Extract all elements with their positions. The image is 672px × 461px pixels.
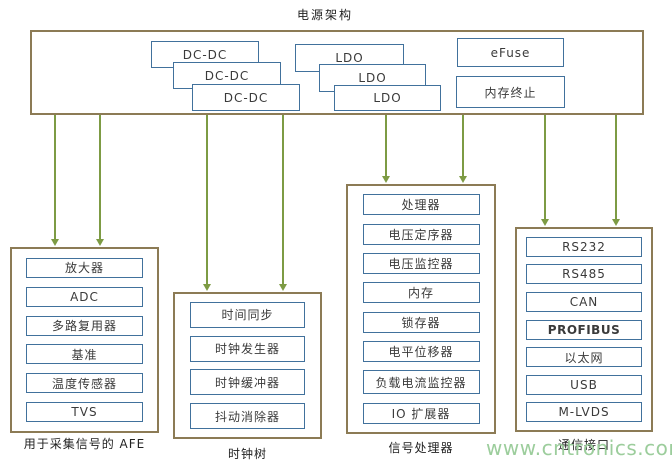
reference-box: 基准 bbox=[26, 344, 143, 365]
comm-interface-group-label: 通信接口 bbox=[557, 438, 610, 452]
clock-buffer-box: 时钟缓冲器 bbox=[190, 369, 305, 396]
afe-group-label: 用于采集信号的 AFE bbox=[23, 437, 146, 451]
signal-processor-group-box: 处理器 电压定序器 电压监控器 内存 锁存器 电平位移器 负载电流监控器 IO … bbox=[346, 184, 496, 434]
amplifier-box: 放大器 bbox=[26, 257, 143, 278]
profibus-box: PROFIBUS bbox=[526, 319, 642, 340]
tvs-box: TVS bbox=[26, 402, 143, 423]
jitter-cleaner-box: 抖动消除器 bbox=[190, 403, 305, 430]
mlvds-box: M-LVDS bbox=[526, 402, 642, 423]
signal-processor-group-label: 信号处理器 bbox=[388, 441, 454, 455]
voltage-sequencer-box: 电压定序器 bbox=[362, 223, 480, 245]
multiplexer-box: 多路复用器 bbox=[26, 315, 143, 336]
load-current-monitor-box: 负载电流监控器 bbox=[362, 370, 480, 395]
ethernet-box: 以太网 bbox=[526, 347, 642, 368]
afe-group-box: 放大器 ADC 多路复用器 基准 温度传感器 TVS bbox=[10, 247, 159, 433]
temperature-sensor-box: 温度传感器 bbox=[26, 373, 143, 394]
comm-interface-group-box: RS232 RS485 CAN PROFIBUS 以太网 USB M-LVDS bbox=[515, 227, 653, 432]
time-sync-box: 时间同步 bbox=[190, 301, 305, 328]
clock-tree-group-label: 时钟树 bbox=[227, 447, 267, 461]
watermark-text: www.cntronics.com bbox=[486, 436, 672, 460]
processor-box: 处理器 bbox=[362, 194, 480, 216]
usb-box: USB bbox=[526, 374, 642, 395]
rs485-box: RS485 bbox=[526, 264, 642, 285]
dcdc-box-3: DC-DC bbox=[192, 84, 300, 111]
diagram-title: 电源架构 bbox=[296, 8, 353, 22]
efuse-box: eFuse bbox=[457, 38, 564, 67]
voltage-monitor-box: 电压监控器 bbox=[362, 252, 480, 274]
memory-termination-box: 内存终止 bbox=[456, 76, 565, 108]
latch-box: 锁存器 bbox=[362, 311, 480, 333]
level-shifter-box: 电平位移器 bbox=[362, 340, 480, 362]
clock-tree-group-box: 时间同步 时钟发生器 时钟缓冲器 抖动消除器 bbox=[173, 292, 322, 439]
power-supply-container: DC-DC DC-DC DC-DC LDO LDO LDO eFuse 内存终止 bbox=[30, 30, 644, 115]
memory-box: 内存 bbox=[362, 282, 480, 304]
io-expander-box: IO 扩展器 bbox=[362, 402, 480, 424]
clock-generator-box: 时钟发生器 bbox=[190, 335, 305, 362]
adc-box: ADC bbox=[26, 286, 143, 307]
rs232-box: RS232 bbox=[526, 236, 642, 257]
ldo-box-3: LDO bbox=[334, 85, 441, 111]
can-box: CAN bbox=[526, 291, 642, 312]
